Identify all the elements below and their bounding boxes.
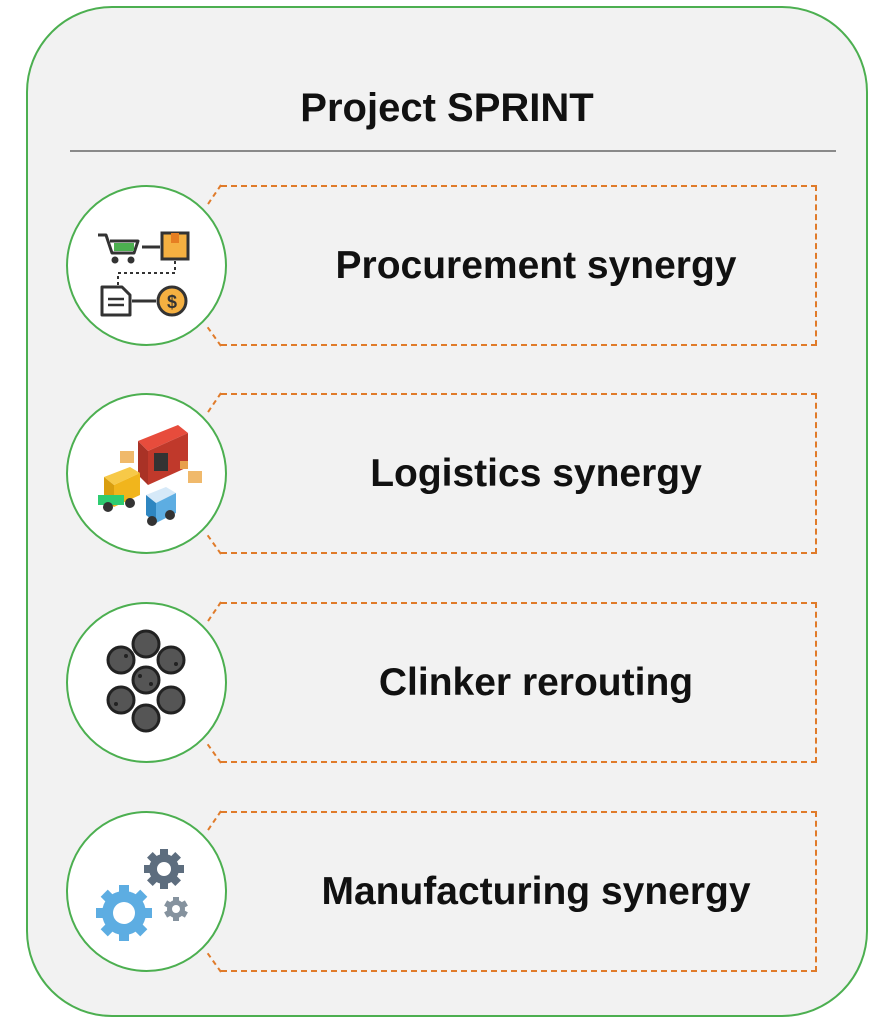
item-manufacturing: Manufacturing synergy	[66, 810, 860, 975]
icon-circle: $	[66, 185, 227, 346]
icon-circle	[66, 602, 227, 763]
item-label: Clinker rerouting	[378, 660, 694, 704]
logistics-icon	[98, 425, 202, 526]
svg-text:$: $	[167, 292, 177, 312]
clinker-icon	[106, 629, 186, 733]
item-box	[221, 393, 817, 554]
item-logistics: Logistics synergy	[66, 392, 860, 557]
item-label: Logistics synergy	[370, 451, 702, 495]
title-divider	[70, 150, 836, 152]
icon-circle	[66, 811, 227, 972]
item-box	[221, 185, 817, 346]
procurement-icon: $	[98, 231, 190, 317]
page-title: Project SPRINT	[300, 86, 594, 130]
connector-lines	[205, 184, 222, 347]
connector-lines	[205, 392, 222, 555]
item-label: Manufacturing synergy	[321, 869, 751, 913]
item-box	[221, 602, 817, 763]
item-procurement: $ Procurement synergy	[66, 184, 860, 349]
item-clinker: Clinker rerouting	[66, 601, 860, 766]
item-box	[221, 811, 817, 972]
icon-circle	[66, 393, 227, 554]
connector-lines	[205, 810, 222, 973]
gears-icon	[96, 849, 188, 941]
project-panel: Project SPRINT	[26, 6, 868, 1017]
connector-lines	[205, 601, 222, 764]
item-label: Procurement synergy	[335, 243, 737, 287]
